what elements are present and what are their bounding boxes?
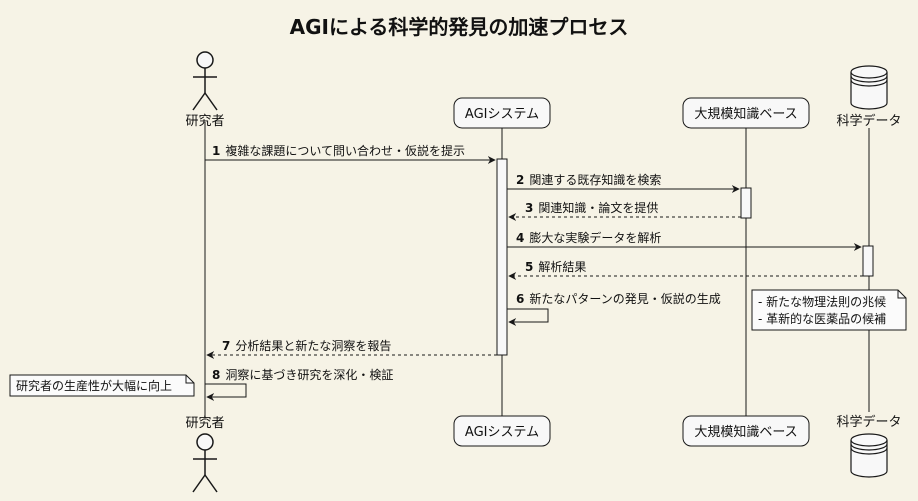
note-box (751, 289, 907, 331)
actor-head-icon (196, 51, 214, 69)
participant-label-agi-bottom: AGIシステム (465, 425, 539, 440)
participant-label-researcher-bottom: 研究者 (185, 416, 224, 431)
note-line: - 革新的な医薬品の候補 (758, 311, 886, 326)
participant-label-kb-top: 大規模知識ベース (694, 106, 797, 122)
actor-researcher-bottom (192, 433, 218, 493)
note-discovery: - 新たな物理法則の兆候 - 革新的な医薬品の候補 (751, 289, 907, 331)
participant-label-db-bottom: 科学データ (836, 414, 901, 430)
message-arrow-8 (205, 383, 247, 401)
note-box (9, 374, 195, 397)
note-line: 研究者の生産性が大幅に向上 (16, 378, 172, 393)
message-arrow-6 (507, 308, 549, 326)
activation-kb (740, 187, 752, 219)
note-line: - 新たな物理法則の兆候 (758, 294, 886, 309)
database-icon (850, 433, 888, 478)
participant-box-kb-bottom (682, 415, 810, 447)
participants-bottom: 研究者 AGIシステム 大規模知識ベース 科学データ (185, 414, 902, 493)
participant-label-agi-top: AGIシステム (465, 107, 539, 122)
activation-db (862, 245, 874, 277)
actor-head-icon (196, 433, 214, 451)
database-icon (850, 65, 888, 110)
activation-agi (496, 158, 508, 356)
diagram-title: AGIによる科学的発見の加速プロセス (290, 15, 629, 39)
activation-bars (496, 158, 874, 356)
participant-box-agi-bottom (453, 415, 551, 447)
participants-top: 研究者 AGIシステム 大規模知識ベース 科学データ (185, 51, 902, 129)
participant-label-researcher-top: 研究者 (185, 114, 224, 129)
participant-box-kb-top (682, 97, 810, 129)
note-productivity: 研究者の生産性が大幅に向上 (9, 374, 195, 397)
participant-label-kb-bottom: 大規模知識ベース (694, 424, 797, 440)
participant-box-agi-top (453, 97, 551, 129)
actor-researcher-top (192, 51, 218, 111)
participant-label-db-top: 科学データ (836, 113, 901, 129)
